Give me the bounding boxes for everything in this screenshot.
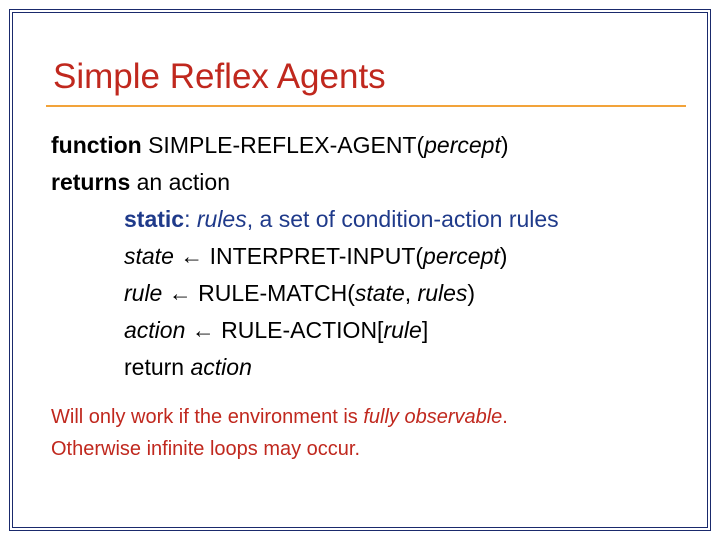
var-rules: rules [196,206,247,232]
title-divider [46,105,686,107]
keyword-return: return [124,354,191,380]
interpret-call: ← INTERPRET-INPUT( [173,243,424,269]
code-line-action: action ← RULE-ACTION[rule] [51,312,559,349]
note-prefix: Will only work if the environment is [51,406,364,428]
var-rule: rule [124,280,163,306]
note-line-1: Will only work if the environment is ful… [51,401,508,433]
note-emphasis: fully observable [363,406,503,428]
rule-match-call: ← RULE-MATCH( [162,280,355,306]
code-line-static: static: rules, a set of condition-action… [51,201,559,238]
paren-close: ) [499,243,508,269]
code-line-returns: returns an action [51,164,559,201]
rule-action-call: ← RULE-ACTION[ [185,317,384,343]
note-period: . [502,406,508,428]
returns-text: an action [130,169,230,195]
arg-state: state [354,280,405,306]
var-state: state [124,243,174,269]
paren-close: ) [467,280,476,306]
code-line-return: return action [51,349,559,386]
arg-rule: rule [383,317,422,343]
note-line-2: Otherwise infinite loops may occur. [51,438,361,460]
code-line-function: function SIMPLE-REFLEX-AGENT(percept) [51,127,559,164]
slide: Simple Reflex Agents function SIMPLE-REF… [9,9,711,531]
arg-percept: percept [424,132,501,158]
arg-rules: rules [417,280,468,306]
return-action: action [190,354,252,380]
function-name: SIMPLE-REFLEX-AGENT( [141,132,425,158]
keyword-static: static [124,206,185,232]
keyword-function: function [51,132,142,158]
pseudocode-block: function SIMPLE-REFLEX-AGENT(percept) re… [51,127,559,386]
paren-close: ) [500,132,509,158]
slide-title: Simple Reflex Agents [53,57,386,96]
code-line-rule: rule ← RULE-MATCH(state, rules) [51,275,559,312]
static-colon: : [184,206,197,232]
observability-note: Will only work if the environment is ful… [51,401,508,465]
arg-separator: , [404,280,418,306]
code-line-state: state ← INTERPRET-INPUT(percept) [51,238,559,275]
static-desc: , a set of condition-action rules [246,206,559,232]
bracket-close: ] [421,317,429,343]
var-action: action [124,317,186,343]
arg-percept: percept [423,243,500,269]
keyword-returns: returns [51,169,131,195]
